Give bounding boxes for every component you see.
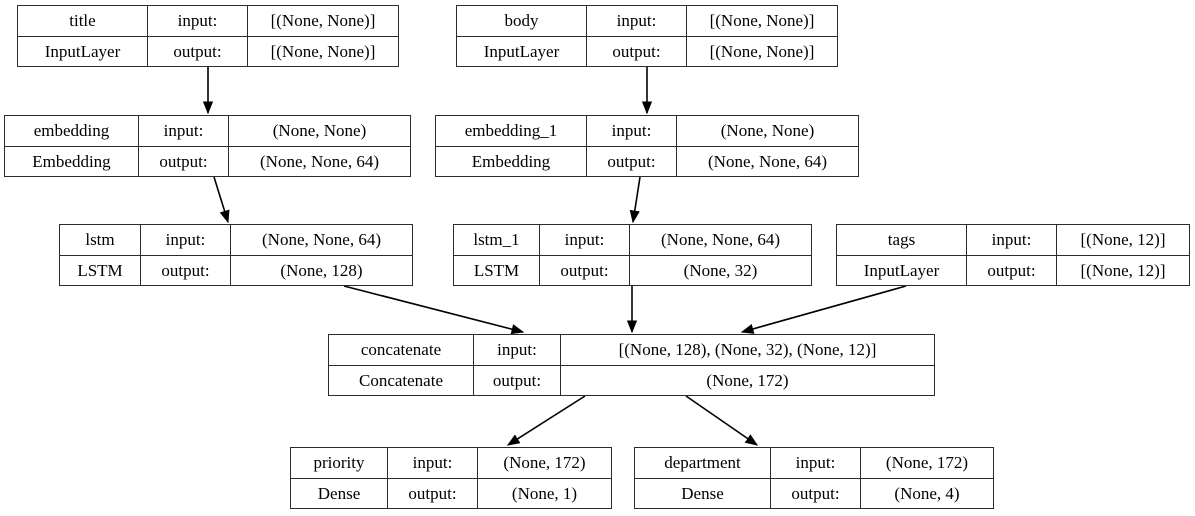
layer-class-label: Embedding xyxy=(5,146,139,176)
input-label: input: xyxy=(474,335,561,365)
layer-name-label: priority xyxy=(291,448,388,478)
output-shape-value: [(None, None)] xyxy=(709,41,815,61)
input-label: input: xyxy=(967,225,1057,255)
layer-class-label: Dense xyxy=(635,478,771,508)
input-shape-value: [(None, None)] xyxy=(270,11,376,31)
layer-class-label: InputLayer xyxy=(837,255,967,285)
layer-class-label: Concatenate xyxy=(329,365,474,395)
output-label: output: xyxy=(967,255,1057,285)
layer-name-label: lstm_1 xyxy=(454,225,540,255)
edge-tags-to-concatenate xyxy=(740,285,907,334)
layer-class-label: Dense xyxy=(291,478,388,508)
output-shape-value: (None, 172) xyxy=(706,370,789,390)
output-shape-value: (None, None, 64) xyxy=(260,151,379,171)
output-shape-value: (None, None, 64) xyxy=(708,151,827,171)
input-label: input: xyxy=(388,448,478,478)
input-label: input: xyxy=(141,225,231,255)
layer-name-label: department xyxy=(635,448,771,478)
layer-name-label: concatenate xyxy=(329,335,474,365)
output-label: output: xyxy=(587,36,687,66)
output-label: output: xyxy=(139,146,229,176)
edge-concatenate-to-department xyxy=(685,395,759,446)
output-label: output: xyxy=(474,365,561,395)
layer-name-label: embedding xyxy=(5,116,139,146)
input-shape-value: [(None, 128), (None, 32), (None, 12)] xyxy=(618,340,877,360)
output-shape-value: (None, 32) xyxy=(683,260,758,280)
output-label: output: xyxy=(540,255,630,285)
output-label: output: xyxy=(148,36,248,66)
layer-name-label: body xyxy=(457,6,587,36)
output-shape-value: (None, 128) xyxy=(280,260,363,280)
edge-concatenate-to-priority xyxy=(506,395,586,446)
input-label: input: xyxy=(771,448,861,478)
input-shape-value: (None, 172) xyxy=(503,453,586,473)
input-label: input: xyxy=(139,116,229,146)
layer-class-label: InputLayer xyxy=(18,36,148,66)
layer-name-label: lstm xyxy=(60,225,141,255)
input-label: input: xyxy=(587,116,677,146)
layer-class-label: LSTM xyxy=(454,255,540,285)
edge-embedding_1-to-lstm_1 xyxy=(629,176,641,224)
input-shape-value: (None, None) xyxy=(720,121,815,141)
output-shape-value: [(None, 12)] xyxy=(1080,260,1166,280)
output-label: output: xyxy=(388,478,478,508)
input-shape-value: (None, None, 64) xyxy=(262,230,381,250)
layer-name-label: tags xyxy=(837,225,967,255)
edge-embedding-to-lstm xyxy=(213,176,230,224)
layer-class-label: InputLayer xyxy=(457,36,587,66)
output-shape-value: (None, 1) xyxy=(511,483,578,503)
edge-lstm-to-concatenate xyxy=(343,285,525,335)
layer-name-label: embedding_1 xyxy=(436,116,587,146)
output-shape-value: [(None, None)] xyxy=(270,41,376,61)
input-shape-value: (None, 172) xyxy=(885,453,969,473)
input-shape-value: [(None, 12)] xyxy=(1080,230,1166,250)
input-shape-value: (None, None) xyxy=(272,121,367,141)
layer-class-label: LSTM xyxy=(60,255,141,285)
input-shape-value: (None, None, 64) xyxy=(661,230,780,250)
input-shape-value: [(None, None)] xyxy=(709,11,815,31)
output-label: output: xyxy=(771,478,861,508)
input-label: input: xyxy=(148,6,248,36)
output-label: output: xyxy=(141,255,231,285)
output-label: output: xyxy=(587,146,677,176)
input-label: input: xyxy=(540,225,630,255)
input-label: input: xyxy=(587,6,687,36)
output-shape-value: (None, 4) xyxy=(894,483,960,503)
layer-name-label: title xyxy=(18,6,148,36)
layer-class-label: Embedding xyxy=(436,146,587,176)
